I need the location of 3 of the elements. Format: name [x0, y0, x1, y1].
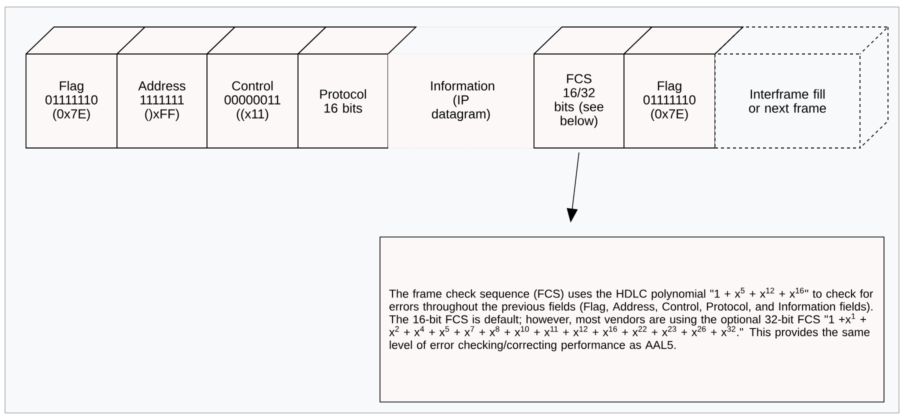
note-box: The frame check sequence (FCS) uses the HDLC polynomial "1 + x$^{5}$ + x$^{12}$ + x$^{16}$" to check for errors throughout the previous fields (Flag, Address, Control, Protocol, and Information fields). The 16-bit FCS is default; however, most vendors are using the optional 32-bit FCS "1 +x$^{1}$ + x$^{2}$ + x$^{4}$ + x$^{5}$ + x$^{7}$ + x$^{8}$ + x$^{10}$ + x$^{11}$ + x$^{12}$ + x$^{16}$ + x$^{22}$ + x$^{23}$ + x$^{26}$ + x$^{32}$." This provides the same level of error checking/correcting performance as AAL5.	[380, 236, 884, 402]
node-label: Information	[431, 80, 494, 90]
node-label: (IP datagram)	[432, 94, 490, 122]
